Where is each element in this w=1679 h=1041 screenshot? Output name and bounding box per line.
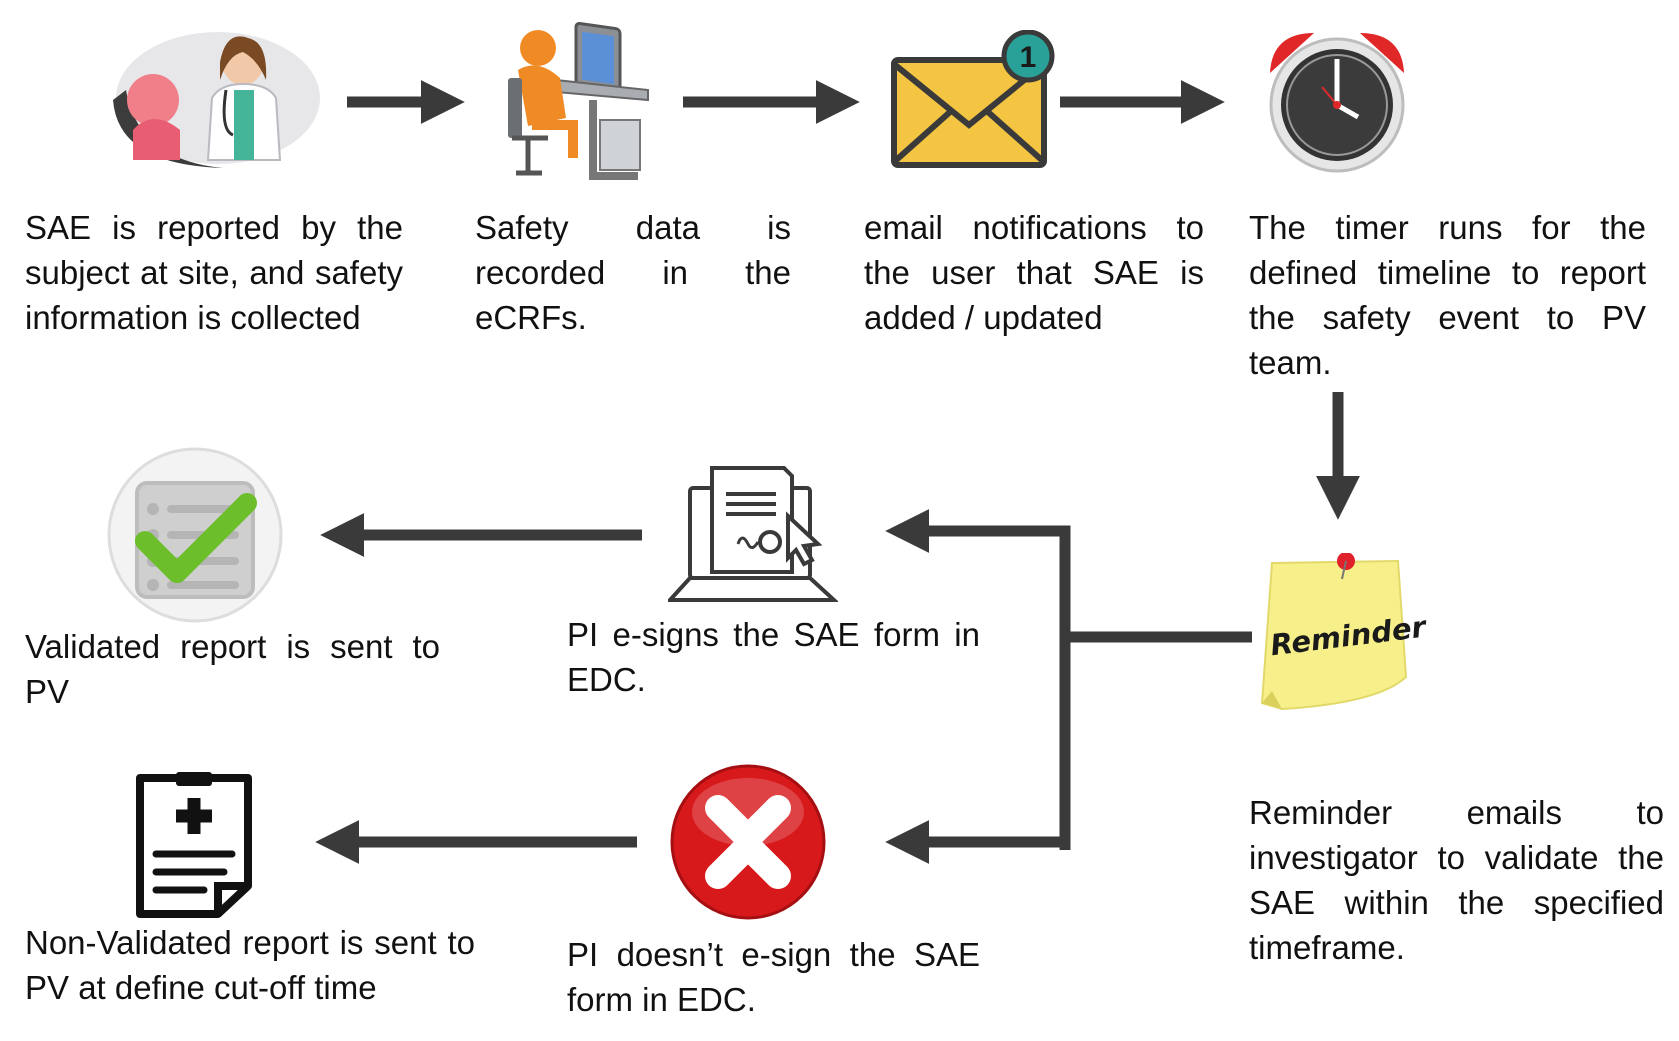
step-pi-esigns: PI e-signs the SAE form in EDC.: [567, 616, 980, 698]
step-pi-not-esign: PI doesn’t e-sign the SAE form in EDC.: [567, 936, 980, 1018]
step-reminder-emails: Reminder emails to investigator to valid…: [1249, 794, 1664, 966]
person-at-computer-icon: [508, 21, 649, 180]
sticky-note-icon: Reminder: [1258, 553, 1428, 711]
step-safety-recorded: Safety data is recorded in the eCRFs.: [475, 209, 791, 336]
step-validated-sent: Validated report is sent to PV: [25, 628, 440, 710]
checklist-check-icon: [107, 447, 283, 623]
email-badge-count: 1: [1020, 41, 1037, 74]
step-email-notification: email notifications to the user that SAE…: [864, 209, 1204, 336]
step-nonvalidated-sent: Non-Validated report is sent to PV at de…: [25, 924, 475, 1006]
doctor-patient-icon: [113, 32, 320, 168]
alarm-clock-icon: [1269, 33, 1405, 173]
arrow-branch-to-noesign: [885, 637, 1071, 864]
step-sae-reported: SAE is reported by the subject at site, …: [25, 209, 403, 336]
envelope-notification-icon: 1: [891, 30, 1055, 168]
red-x-icon: [670, 764, 826, 920]
step-timer-runs: The timer runs for the defined timeline …: [1249, 209, 1646, 381]
medical-report-icon: [136, 772, 252, 918]
laptop-esign-icon: [668, 466, 838, 602]
